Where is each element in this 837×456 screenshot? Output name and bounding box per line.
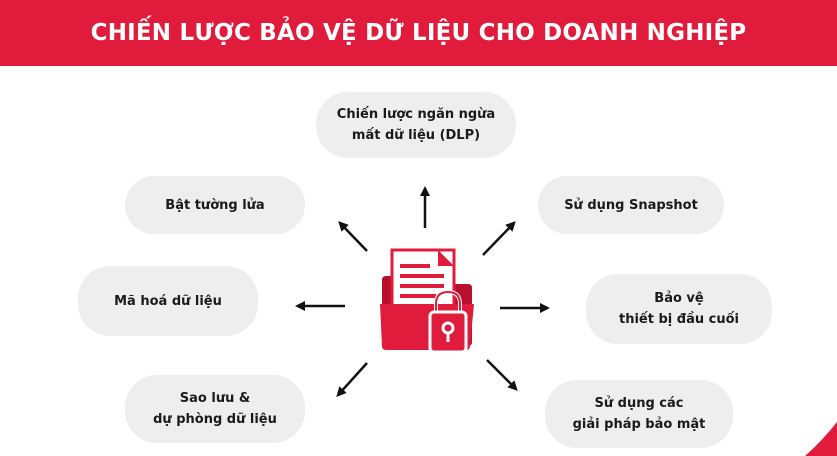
arrow-up-left-icon xyxy=(338,221,368,252)
node-endpoint-protection: Bảo vệ thiết bị đầu cuối xyxy=(586,274,772,344)
arrow-up-right-icon xyxy=(482,221,516,256)
page-title: CHIẾN LƯỢC BẢO VỆ DỮ LIỆU CHO DOANH NGHI… xyxy=(90,20,747,46)
node-backup: Sao lưu & dự phòng dữ liệu xyxy=(125,375,305,443)
folder-document-lock-icon xyxy=(380,248,474,354)
node-security-line1: Sử dụng các xyxy=(594,396,684,411)
node-encryption: Mã hoá dữ liệu xyxy=(78,266,258,336)
node-security-line2: giải pháp bảo mật xyxy=(572,417,706,432)
node-dlp-line2: mất dữ liệu (DLP) xyxy=(351,128,481,143)
node-firewall: Bật tường lửa xyxy=(125,176,305,234)
node-firewall-label: Bật tường lửa xyxy=(165,197,265,213)
node-dlp-line1: Chiến lược ngăn ngừa xyxy=(336,107,496,122)
node-snapshot: Sử dụng Snapshot xyxy=(538,176,724,234)
arrow-down-left-icon xyxy=(336,362,368,397)
node-backup-line1: Sao lưu & xyxy=(179,391,251,406)
node-security-solutions: Sử dụng các giải pháp bảo mật xyxy=(545,380,733,448)
header-banner: CHIẾN LƯỢC BẢO VỆ DỮ LIỆU CHO DOANH NGHI… xyxy=(0,0,837,66)
node-endpoint-line2: thiết bị đầu cuối xyxy=(619,312,739,327)
node-endpoint-line1: Bảo vệ xyxy=(654,291,704,306)
arrow-down-right-icon xyxy=(486,359,518,391)
corner-decoration xyxy=(805,422,837,456)
node-dlp-strategy: Chiến lược ngăn ngừa mất dữ liệu (DLP) xyxy=(316,92,516,158)
node-snapshot-label: Sử dụng Snapshot xyxy=(564,197,698,213)
node-encryption-label: Mã hoá dữ liệu xyxy=(114,293,222,309)
node-backup-line2: dự phòng dữ liệu xyxy=(153,412,277,427)
